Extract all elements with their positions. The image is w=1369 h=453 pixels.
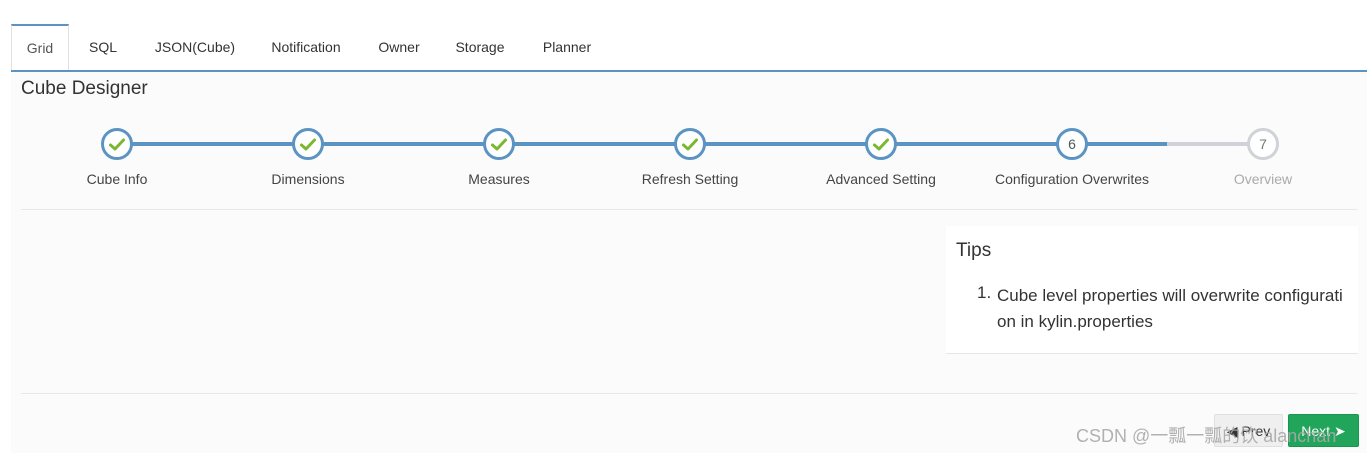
arrow-right-icon: ➤: [1333, 423, 1346, 439]
tab-storage[interactable]: Storage: [455, 39, 505, 55]
watermark: CSDN @一瓢一瓢的饮 alanchan: [1076, 426, 1337, 446]
prev-label: Prev: [1241, 423, 1271, 439]
next-button[interactable]: Next ➤: [1288, 414, 1359, 447]
step-2-label[interactable]: Dimensions: [271, 171, 345, 187]
step-5-circle[interactable]: [865, 128, 897, 160]
tab-json-cube[interactable]: JSON(Cube): [154, 39, 236, 55]
tab-sql[interactable]: SQL: [88, 39, 117, 55]
step-3-label[interactable]: Measures: [468, 171, 530, 187]
check-icon: [682, 138, 698, 150]
arrow-left-icon: ◀: [1226, 423, 1238, 439]
step-2-circle[interactable]: [292, 128, 324, 160]
step-4-circle[interactable]: [674, 128, 706, 160]
step-1-label[interactable]: Cube Info: [86, 171, 148, 187]
progress-line-pending: [1167, 142, 1263, 146]
step-3-circle[interactable]: [483, 128, 515, 160]
step-7-number: 7: [1259, 136, 1267, 152]
step-6-circle[interactable]: 6: [1056, 128, 1088, 160]
step-7-circle[interactable]: 7: [1247, 128, 1279, 160]
prev-button[interactable]: ◀ Prev: [1214, 414, 1283, 447]
check-icon: [873, 138, 889, 150]
next-label: Next: [1301, 423, 1331, 439]
tips-title: Tips: [956, 240, 992, 261]
tab-notification[interactable]: Notification: [271, 39, 341, 55]
divider: [21, 393, 1358, 394]
progress-line-complete: [117, 142, 1167, 146]
tip-number: 1.: [977, 283, 992, 302]
step-6-number: 6: [1068, 136, 1076, 152]
tab-bar: Grid SQL JSON(Cube) Notification Owner S…: [11, 24, 1367, 72]
tab-owner[interactable]: Owner: [378, 39, 420, 55]
step-7-label[interactable]: Overview: [1233, 171, 1293, 187]
check-icon: [300, 138, 316, 150]
tab-planner[interactable]: Planner: [542, 39, 592, 55]
step-4-label[interactable]: Refresh Setting: [641, 171, 739, 187]
divider: [21, 209, 1358, 210]
check-icon: [491, 138, 507, 150]
tab-grid[interactable]: Grid: [11, 24, 69, 70]
step-5-label[interactable]: Advanced Setting: [826, 171, 936, 187]
tips-panel: Tips 1. Cube level properties will overw…: [946, 226, 1358, 354]
check-icon: [109, 138, 125, 150]
step-6-label[interactable]: Configuration Overwrites: [994, 171, 1150, 187]
page-title: Cube Designer: [21, 78, 148, 99]
tip-text: Cube level properties will overwrite con…: [997, 286, 1343, 331]
step-1-circle[interactable]: [101, 128, 133, 160]
